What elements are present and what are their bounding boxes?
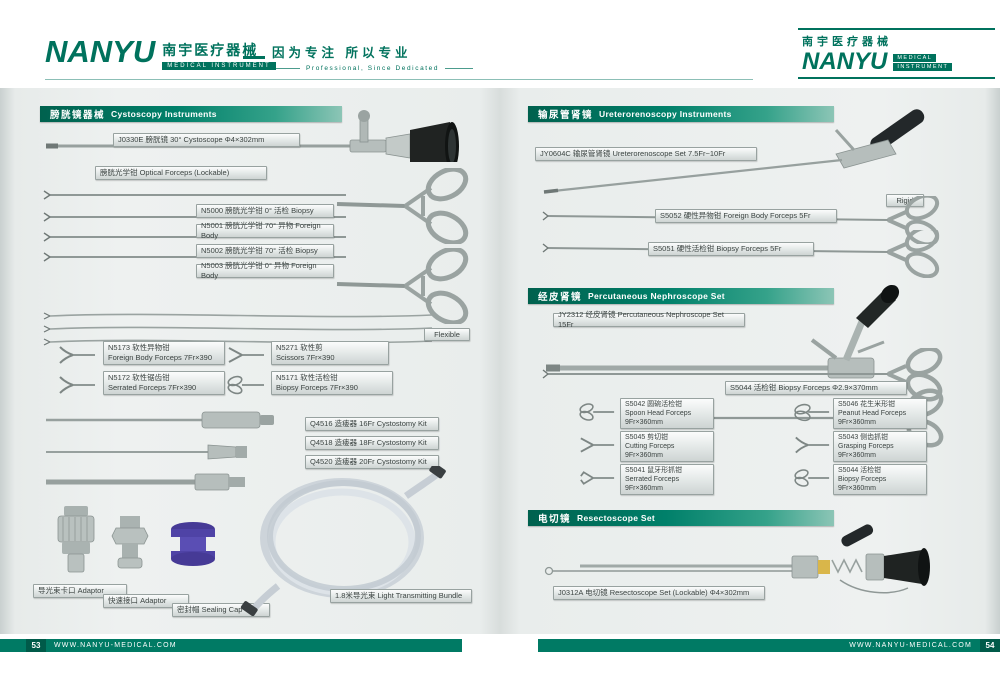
sealing-cap-illustration [171, 522, 215, 566]
footer-bar-left: 53 WWW.NANYU-MEDICAL.COM [0, 639, 462, 652]
label-s5043: S5043 侧齿抓钳 Grasping Forceps 9Fr×360mm [833, 431, 927, 462]
label-s5046: S5046 花生米形钳 Peanut Head Forceps 9Fr×360m… [833, 398, 927, 429]
label-adaptor2: 快速接口 Adaptor [103, 594, 189, 608]
spoon-head-jaw-icon [579, 403, 615, 421]
cystoscope-illustration [46, 110, 459, 162]
ureteroscope-illustration [543, 109, 925, 194]
section-title-en: Resectoscope Set [577, 513, 656, 523]
header: NANYU 南宇医疗器械 MEDICAL INSTRUMENT 因为专注 所以专… [0, 0, 1000, 88]
rat-tooth-jaw-icon [580, 471, 615, 485]
grasping-jaw-icon [795, 436, 830, 454]
label-n5001: N5001 膀胱光学钳 70° 异物 Foreign Body [196, 221, 334, 240]
brand-sub-instrument: INSTRUMENT [893, 62, 953, 71]
page-number-right: 54 [980, 639, 1000, 652]
label-n5000: N5000 膀胱光学钳 0° 活检 Biopsy [196, 204, 334, 218]
brand-wordmark: NANYU [45, 34, 156, 69]
label-n5173: N5173 软性异物钳 Foreign Body Forceps 7Fr×390 [103, 341, 225, 365]
slogan-chinese: 因为专注 所以专业 [272, 46, 412, 60]
section-header-resectoscope: 电切镜 Resectoscope Set [528, 510, 834, 526]
foreign-body-jaw-icon [59, 346, 95, 364]
brand-chinese-name-right: 南宇医疗器械 [802, 36, 892, 48]
tag-rigid: Rigid [886, 194, 924, 207]
label-s5044-short: S5044 活检钳 Biopsy Forceps 9Fr×360mm [833, 464, 927, 495]
optical-forceps-handle-lower [336, 248, 469, 324]
label-resectoscope: J0312A 电切镜 Resectoscope Set (Lockable) Φ… [553, 586, 765, 600]
label-s5052: S5052 硬性异物钳 Foreign Body Forceps 5Fr [655, 209, 837, 223]
biopsy-jaw-icon [227, 375, 264, 395]
label-n5271: N5271 软性剪 Scissors 7Fr×390 [271, 341, 389, 365]
slogan-rule-left [272, 68, 300, 69]
optical-forceps-handle-upper [336, 168, 469, 244]
slogan-english: Professional, Since Dedicated [306, 65, 440, 72]
brand-slogan: 因为专注 所以专业 Professional, Since Dedicated [272, 42, 474, 72]
website-url-left: WWW.NANYU-MEDICAL.COM [54, 642, 177, 649]
section-header-cystoscopy: 膀胱镜器械 Cystoscopy Instruments [40, 106, 342, 122]
logo-right-rule-top [798, 28, 995, 30]
label-cystoscope: J0330E 膀胱镜 30° Cystoscope Φ4×302mm [113, 133, 300, 147]
label-q4518: Q4518 造瘘器 18Fr Cystostomy Kit [305, 436, 439, 450]
section-title-en: Percutaneous Nephroscope Set [588, 291, 725, 301]
label-s5045: S5045 剪切钳 Cutting Forceps 9Fr×360mm [620, 431, 714, 462]
brand-subtitle: MEDICAL INSTRUMENT [162, 62, 276, 70]
brand-sub-medical: MEDICAL [893, 53, 937, 62]
section-header-ureterorenoscopy: 输尿管肾镜 Ureterorenoscopy Instruments [528, 106, 834, 122]
section-title-cn: 输尿管肾镜 [538, 110, 594, 121]
divider-dash [243, 56, 265, 59]
header-rule [45, 79, 753, 80]
footer-bar-right: WWW.NANYU-MEDICAL.COM 54 [538, 639, 1000, 652]
section-title-cn: 经皮肾镜 [538, 292, 583, 303]
brand-logo-left: NANYU 南宇医疗器械 MEDICAL INSTRUMENT [45, 36, 276, 70]
website-url-right: WWW.NANYU-MEDICAL.COM [849, 642, 972, 649]
brand-logo-right: 南宇医疗器械 NANYU MEDICAL INSTRUMENT [798, 28, 995, 79]
cutting-jaw-icon [580, 437, 615, 453]
tag-flexible: Flexible [424, 328, 470, 341]
light-cable-adaptor-illustration [57, 506, 95, 573]
section-header-nephroscope: 经皮肾镜 Percutaneous Nephroscope Set [528, 288, 834, 304]
label-n5003: N5003 膀胱光学钳 0° 异物 Foreign Body [196, 261, 334, 280]
label-q4520: Q4520 造瘘器 20Fr Cystostomy Kit [305, 455, 439, 469]
brand-chinese-name: 南宇医疗器械 [162, 42, 259, 58]
quick-adaptor-illustration [111, 516, 149, 569]
label-n5002: N5002 膀胱光学钳 70° 活检 Biopsy [196, 244, 334, 258]
label-s5041: S5041 鼠牙形抓钳 Serrated Forceps 9Fr×360mm [620, 464, 714, 495]
section-title-en: Cystoscopy Instruments [111, 109, 217, 119]
serrated-jaw-icon [59, 376, 95, 394]
peanut-head-jaw-icon [794, 403, 830, 422]
section-title-en: Ureterorenoscopy Instruments [599, 109, 732, 119]
scissors-jaw-icon [228, 347, 264, 363]
nephroscope-illustration [546, 284, 900, 379]
slogan-rule-right [445, 68, 474, 69]
cystostomy-kits-illustration [46, 411, 274, 491]
resectoscope-illustration [544, 524, 930, 594]
page-number-left: 53 [26, 639, 46, 652]
label-n5172: N5172 软性锯齿钳 Serrated Forceps 7Fr×390 [103, 371, 225, 395]
logo-right-rule-bottom [798, 77, 995, 79]
biopsy-cup-jaw-icon [794, 469, 830, 487]
light-bundle-illustration [240, 466, 446, 616]
label-ureteroscope: JY0604C 输尿管肾镜 Ureterorenoscope Set 7.5Fr… [535, 147, 757, 161]
label-s5051: S5051 硬性活检钳 Biopsy Forceps 5Fr [648, 242, 814, 256]
brand-wordmark-right: NANYU [802, 48, 888, 75]
label-q4516: Q4516 造瘘器 16Fr Cystostomy Kit [305, 417, 439, 431]
label-s5044-long: S5044 活检钳 Biopsy Forceps Φ2.9×370mm [725, 381, 907, 395]
label-n5171: N5171 软性活检钳 Biopsy Forceps 7Fr×390 [271, 371, 393, 395]
label-optical-forceps: 膀胱光学钳 Optical Forceps (Lockable) [95, 166, 267, 180]
label-nephroscope: JY2312 经皮肾镜 Percutaneous Nephroscope Set… [553, 310, 745, 329]
section-title-cn: 电切镜 [538, 514, 572, 525]
label-s5042: S5042 圆碗活检钳 Spoon Head Forceps 9Fr×360mm [620, 398, 714, 429]
label-light-bundle: 1.8米导光束 Light Transmitting Bundle [330, 589, 472, 603]
section-title-cn: 膀胱镜器械 [50, 110, 106, 121]
